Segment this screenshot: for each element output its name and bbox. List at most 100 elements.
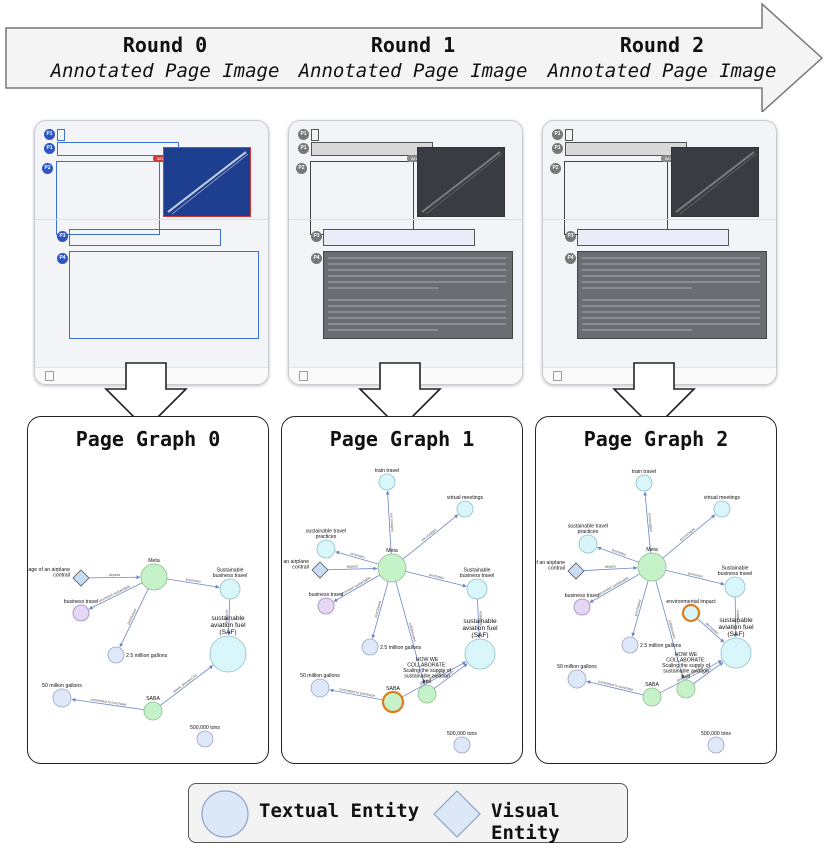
round-1-title: Round 1 bbox=[370, 33, 456, 57]
knowledge-graph-1: encouragesencouragespromotesdepictspromo… bbox=[282, 468, 498, 754]
graph-edge-meta-stp bbox=[597, 546, 639, 563]
textual-entity-node-saf bbox=[464, 638, 496, 670]
section-title bbox=[311, 142, 433, 156]
edge-label: promotes bbox=[350, 552, 366, 560]
graph-edge-sbt-saf bbox=[226, 598, 231, 636]
textual-entity-node-meta bbox=[637, 552, 667, 582]
round-2-title: Round 2 bbox=[619, 33, 705, 57]
graph-edge-meta-sbt bbox=[665, 569, 725, 586]
node-label-train: train travel bbox=[375, 468, 399, 474]
p4-text-lines bbox=[582, 257, 760, 331]
round-2-subtitle: Annotated Page Image bbox=[547, 60, 777, 82]
contrail-drawing bbox=[675, 151, 757, 215]
paragraph-p4 bbox=[69, 251, 259, 339]
textual-entity-node-saba bbox=[642, 687, 662, 707]
textual-entity-node-sbt bbox=[219, 578, 241, 600]
badge-p3: P3 bbox=[311, 231, 322, 242]
graph-edge-meta-stp bbox=[335, 550, 379, 565]
visual-entity-node-airplane bbox=[311, 561, 329, 579]
airplane-contrail-image bbox=[671, 147, 759, 217]
node-label-meta: Meta bbox=[386, 548, 398, 554]
section-title bbox=[565, 142, 687, 156]
node-label-gallons50: 50 million gallons bbox=[42, 683, 82, 689]
node-label-saba: SABA bbox=[645, 682, 659, 688]
badge-title: P1 bbox=[44, 143, 55, 154]
edge-label: committed to purchase bbox=[339, 687, 375, 698]
edge-label: purchased bbox=[634, 599, 642, 616]
airplane-contrail-image bbox=[163, 147, 251, 217]
textual-entity-node-gallons50 bbox=[567, 669, 587, 689]
graph-edge-airplane-meta bbox=[88, 575, 141, 580]
graph-edge-meta-business_travel bbox=[88, 582, 143, 610]
badge-p3: P3 bbox=[565, 231, 576, 242]
edge-label: encourages bbox=[679, 527, 696, 542]
document-icon bbox=[553, 371, 562, 381]
edge-label: relates to bbox=[224, 609, 228, 624]
node-label-tons: 500,000 tons bbox=[447, 731, 477, 737]
graph-edge-meta-sbt bbox=[166, 578, 220, 589]
textual-entity-node-tons bbox=[453, 736, 471, 754]
badge-p4: P4 bbox=[57, 253, 68, 264]
node-label-gallons50: 50 million gallons bbox=[557, 664, 597, 670]
graph-edge-meta-train bbox=[385, 490, 392, 555]
edge-label: committed to purchase bbox=[597, 679, 633, 691]
badge-p1: P1 bbox=[552, 129, 563, 140]
textual-entity-node-env bbox=[681, 603, 701, 623]
edge-label: encourages bbox=[647, 513, 653, 532]
textual-entity-node-stp bbox=[578, 534, 598, 554]
badge-im1: IM1 bbox=[407, 155, 421, 162]
document-icon bbox=[299, 371, 308, 381]
round-timeline-arrow bbox=[5, 2, 824, 112]
textual-entity-node-stp bbox=[316, 539, 336, 559]
edge-label: depicts bbox=[605, 564, 617, 569]
graph-edge-saba-gallons50 bbox=[71, 697, 145, 711]
graph-edge-airplane-meta bbox=[583, 565, 638, 571]
node-label-business_travel: business travel bbox=[309, 592, 344, 598]
node-label-gallons25: 2.5 million gallons bbox=[126, 653, 168, 659]
p4-text-lines bbox=[328, 257, 506, 331]
edge-label: promotes bbox=[688, 571, 704, 578]
contrail-drawing bbox=[421, 151, 503, 215]
textual-entity-icon bbox=[201, 790, 249, 838]
graph-edge-airplane-meta bbox=[327, 566, 378, 571]
textual-entity-node-saf bbox=[720, 637, 752, 669]
graph-edge-meta-train bbox=[643, 491, 652, 554]
badge-p3: P3 bbox=[57, 231, 68, 242]
edge-label: encourages bbox=[389, 513, 394, 532]
textual-entity-node-virtual bbox=[456, 500, 474, 518]
edge-label: promotes bbox=[429, 573, 445, 581]
airplane-contrail-image bbox=[417, 147, 505, 217]
textual-entity-node-gallons50 bbox=[310, 678, 330, 698]
badge-p4: P4 bbox=[565, 253, 576, 264]
visual-entity-icon bbox=[433, 790, 481, 838]
textual-entity-node-sbt bbox=[724, 576, 746, 598]
textual-entity-node-business_travel bbox=[573, 598, 591, 616]
node-label-meta: Meta bbox=[646, 547, 658, 553]
edge-label: promotes sustainable bbox=[98, 584, 130, 603]
meta-logo-label bbox=[311, 129, 319, 141]
node-label-gallons25: 2.5 million gallons bbox=[640, 643, 682, 649]
textual-entity-node-virtual bbox=[713, 500, 731, 518]
round-0-title: Round 0 bbox=[122, 33, 208, 57]
paragraph-p4 bbox=[577, 251, 767, 339]
edge-label: collaborates bbox=[667, 619, 676, 639]
node-label-env: environmental impact bbox=[666, 599, 716, 605]
paragraph-p2 bbox=[56, 161, 160, 235]
node-label-saba: SABA bbox=[146, 696, 160, 702]
edge-label: scales bbox=[444, 669, 455, 678]
edge-label: committed to purchase bbox=[90, 698, 127, 707]
edge-label: promotes sustainable bbox=[340, 576, 372, 597]
paragraph-p2 bbox=[564, 161, 668, 235]
